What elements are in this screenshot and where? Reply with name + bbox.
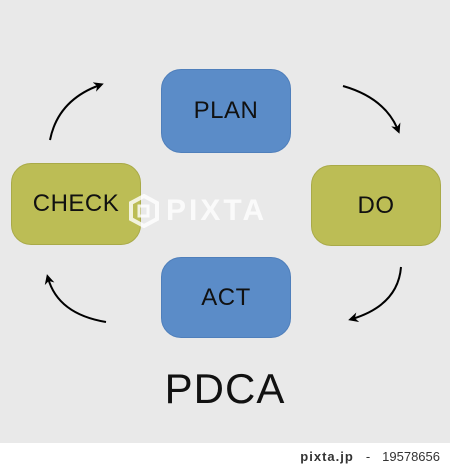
arrow-do-to-act-icon bbox=[348, 266, 402, 323]
arrow-act-to-check-icon bbox=[44, 274, 107, 323]
step-act-box: ACT bbox=[161, 257, 291, 338]
step-check-box: CHECK bbox=[11, 163, 141, 245]
step-act-label: ACT bbox=[201, 283, 251, 311]
step-plan-label: PLAN bbox=[193, 97, 259, 124]
arrow-check-to-plan-icon bbox=[49, 82, 104, 141]
diagram-title: PDCA bbox=[164, 365, 286, 412]
arrow-plan-to-do-icon bbox=[342, 85, 401, 134]
footer-brand: pixta.jp bbox=[300, 448, 354, 464]
footer-bar: pixta.jp - 19578656 bbox=[0, 443, 450, 469]
footer-separator: - bbox=[365, 448, 371, 464]
step-do-label: DO bbox=[357, 191, 395, 219]
footer-image-id: 19578656 bbox=[382, 448, 440, 464]
step-do-box: DO bbox=[311, 165, 441, 246]
step-check-label: CHECK bbox=[32, 190, 120, 217]
step-plan-box: PLAN bbox=[161, 69, 291, 153]
